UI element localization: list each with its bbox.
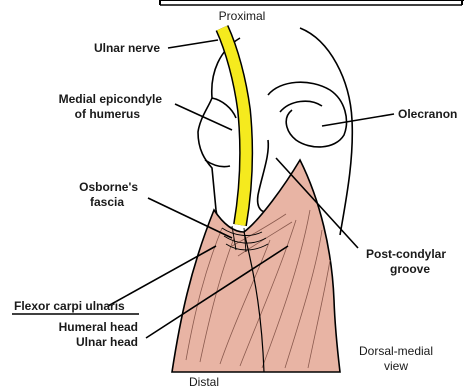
olecranon-process xyxy=(268,82,346,147)
label-medial-epicondyle-1: Medial epicondyle xyxy=(59,92,163,106)
label-olecranon: Olecranon xyxy=(398,107,457,121)
label-osbornes-1: Osborne's xyxy=(79,180,138,194)
label-ulnar-head: Ulnar head xyxy=(76,335,138,349)
label-view-2: view xyxy=(384,359,408,373)
leader-ulnar-nerve xyxy=(168,40,218,48)
label-medial-epicondyle-2: of humerus xyxy=(75,107,141,121)
post-condylar-groove-edge xyxy=(258,140,270,212)
label-humeral-head: Humeral head xyxy=(59,320,138,334)
label-post-condylar-1: Post-condylar xyxy=(366,247,446,261)
label-proximal: Proximal xyxy=(219,9,266,23)
label-fcu: Flexor carpi ulnaris xyxy=(14,299,125,313)
label-post-condylar-2: groove xyxy=(390,262,430,276)
label-osbornes-2: fascia xyxy=(90,195,124,209)
label-distal: Distal xyxy=(189,375,219,389)
label-view-1: Dorsal-medial xyxy=(359,344,433,358)
label-ulnar-nerve: Ulnar nerve xyxy=(94,41,160,55)
